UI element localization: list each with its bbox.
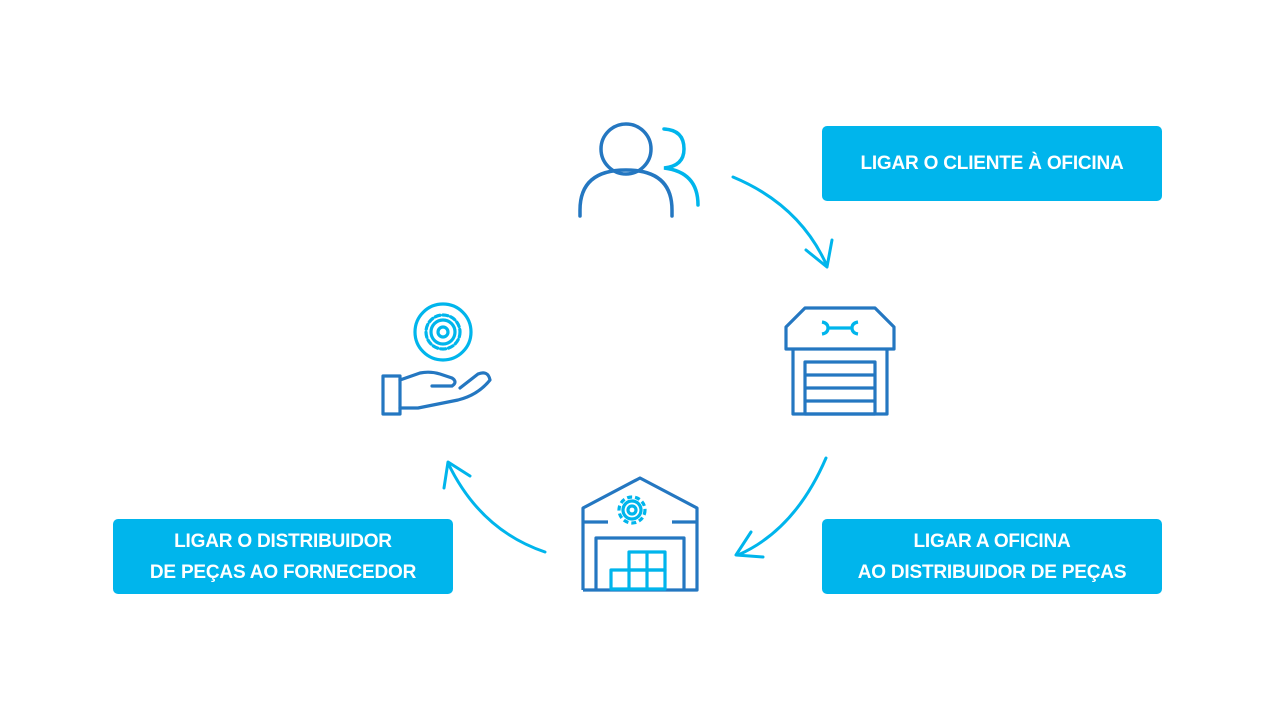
users-icon bbox=[578, 122, 700, 218]
arrow-customer-to-workshop bbox=[731, 175, 834, 269]
label-line: DE PEÇAS AO FORNECEDOR bbox=[149, 561, 417, 583]
arrow-distributor-to-supplier bbox=[442, 460, 547, 554]
arrow-workshop-to-distributor bbox=[734, 456, 828, 559]
hand-gear-icon bbox=[381, 302, 492, 416]
label-line: AO DISTRIBUIDOR DE PEÇAS bbox=[857, 561, 1127, 583]
label-connect-workshop-distributor: LIGAR A OFICINA AO DISTRIBUIDOR DE PEÇAS bbox=[822, 519, 1162, 594]
label-connect-distributor-supplier: LIGAR O DISTRIBUIDOR DE PEÇAS AO FORNECE… bbox=[113, 519, 453, 594]
label-line: LIGAR A OFICINA bbox=[913, 530, 1071, 552]
warehouse-gear-icon bbox=[581, 476, 699, 592]
garage-wrench-icon bbox=[784, 306, 896, 416]
label-line: LIGAR O CLIENTE À OFICINA bbox=[860, 153, 1124, 174]
label-connect-customer-workshop: LIGAR O CLIENTE À OFICINA bbox=[822, 126, 1162, 201]
label-line: LIGAR O DISTRIBUIDOR bbox=[174, 530, 392, 552]
